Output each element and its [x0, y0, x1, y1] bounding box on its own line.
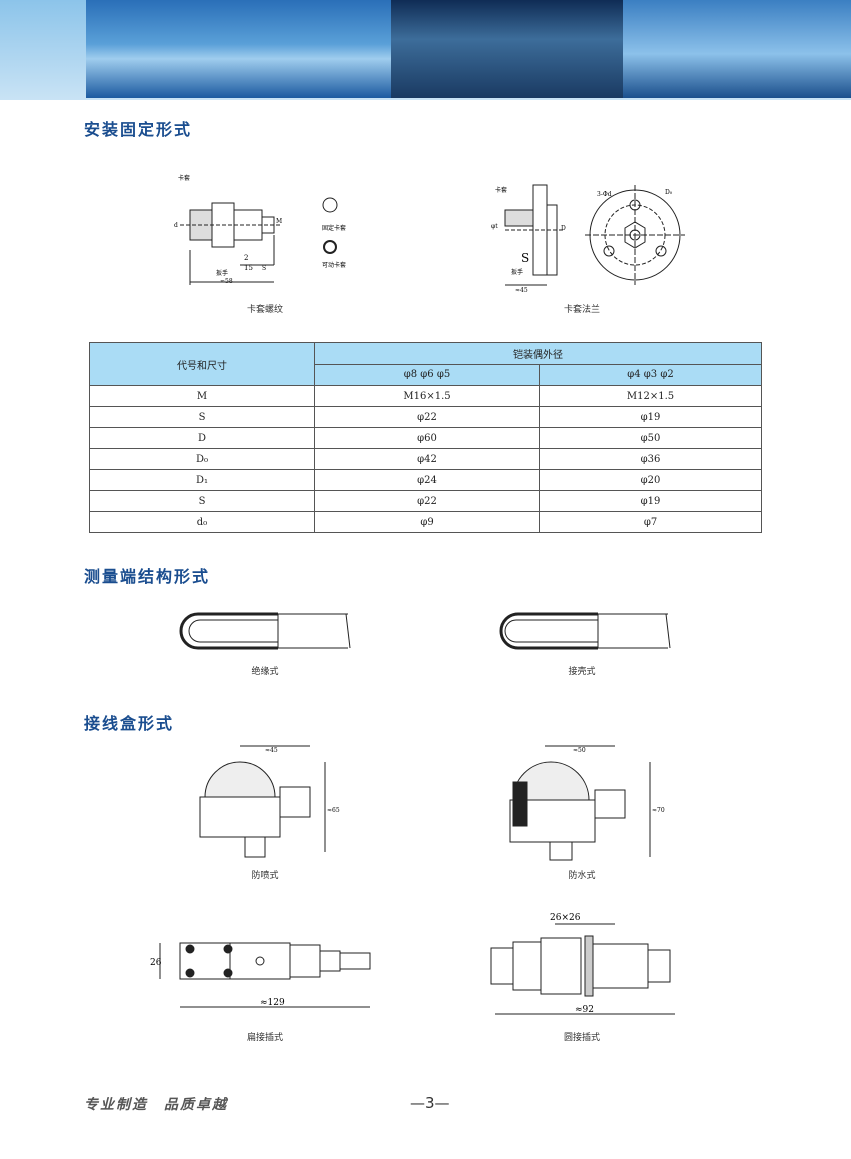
sub-header-large: φ8 φ6 φ5	[314, 363, 540, 386]
svg-text:≈65: ≈65	[327, 807, 340, 814]
svg-text:D₀: D₀	[665, 189, 673, 196]
svg-text:26: 26	[150, 958, 162, 968]
svg-text:可动卡套: 可动卡套	[322, 261, 346, 269]
oil-platform-photo	[623, 0, 851, 98]
col-header-sheath-diameter: 铠装偶外径	[314, 342, 762, 365]
svg-text:D: D	[561, 225, 566, 232]
flat-plug-drawing: 26 ≈129	[150, 942, 371, 1008]
svg-text:≈45: ≈45	[265, 747, 278, 754]
svg-text:3-Φd: 3-Φd	[597, 191, 612, 198]
caption-splashproof: 防喷式	[251, 871, 279, 881]
svg-text:2: 2	[244, 254, 248, 262]
splashproof-box-drawing: ≈45 ≈65	[199, 745, 340, 858]
caption-round-plug: 圆接插式	[563, 1033, 600, 1043]
insulated-tip-drawing	[179, 612, 351, 650]
svg-text:≈92: ≈92	[575, 1005, 594, 1015]
ferrule-thread-drawing: 卡套 d 扳手 2 15 S ≈58 M 固定卡套 可动卡套	[174, 174, 346, 285]
ferrule-flange-drawing: 卡套 φt S 扳手 ≈45 D 3-Φd D₀	[491, 184, 685, 294]
col-header-code: 代号和尺寸	[89, 342, 315, 386]
footer-slogan: 专业制造 品质卓越	[84, 1097, 228, 1113]
svg-text:M: M	[276, 218, 282, 225]
grounded-tip-drawing	[499, 612, 671, 650]
svg-text:卡套: 卡套	[178, 174, 190, 182]
waterproof-box-drawing: ≈50 ≈70	[509, 745, 665, 861]
section-title-junction-box: 接线盒形式	[84, 714, 175, 733]
svg-text:26×26: 26×26	[550, 913, 581, 923]
page-number: —3—	[410, 1094, 450, 1112]
caption-ferrule-flange: 卡套法兰	[563, 305, 600, 315]
svg-text:固定卡套: 固定卡套	[322, 224, 346, 232]
svg-text:扳手: 扳手	[511, 268, 523, 276]
control-room-photo	[391, 0, 623, 98]
header-banner	[0, 0, 851, 100]
svg-text:S: S	[262, 265, 266, 272]
svg-text:扳手: 扳手	[216, 269, 228, 277]
caption-flat-plug: 扁接插式	[246, 1033, 283, 1043]
section-title-measuring-end: 测量端结构形式	[84, 567, 211, 586]
svg-text:卡套: 卡套	[495, 186, 507, 194]
svg-text:φt: φt	[491, 223, 498, 230]
section-title-mounting: 安装固定形式	[84, 120, 193, 139]
svg-text:15: 15	[244, 264, 253, 272]
svg-text:S: S	[521, 251, 529, 265]
caption-ferrule-thread: 卡套螺纹	[246, 305, 283, 315]
cooling-towers-photo	[86, 0, 391, 98]
svg-text:≈70: ≈70	[652, 807, 665, 814]
svg-text:≈50: ≈50	[573, 747, 586, 754]
caption-grounded: 接壳式	[568, 667, 596, 677]
caption-waterproof: 防水式	[568, 871, 596, 881]
caption-insulated: 绝缘式	[251, 667, 279, 677]
round-plug-drawing: 26×26 ≈92	[490, 913, 675, 1015]
sub-header-small: φ4 φ3 φ2	[539, 363, 762, 386]
svg-text:≈129: ≈129	[260, 998, 285, 1008]
svg-text:≈45: ≈45	[515, 287, 528, 294]
svg-text:d: d	[174, 222, 178, 229]
svg-text:≈58: ≈58	[220, 278, 233, 285]
